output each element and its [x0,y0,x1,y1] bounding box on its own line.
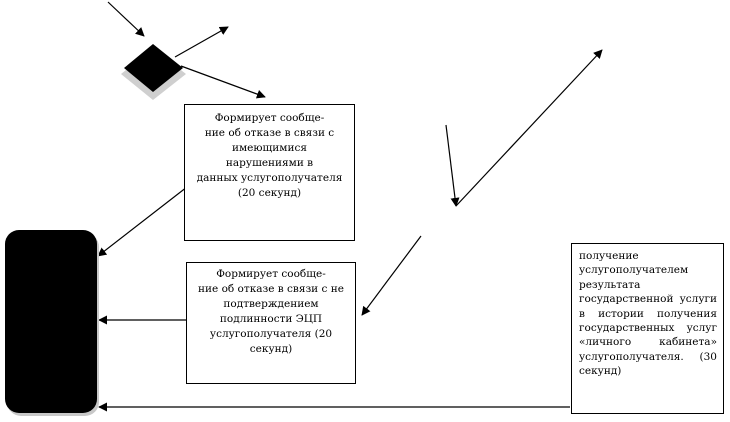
box-text-line: услугополучателя (20 [209,328,333,340]
box-text-line: Формирует сообще- [214,112,325,124]
box-text-line: данных услугополучателя [196,172,343,184]
box-text-line: ние об отказе в связи с не [198,283,344,295]
box-text-line: имеющимися [232,142,307,154]
arrow-diamond-up-right [174,26,229,58]
refusal-violations-box: Формирует сообще- ние об отказе в связи … [184,104,355,241]
end-terminal [5,230,97,413]
box-text-line: секунд) [249,343,293,355]
arrow-down-to-vertex [445,124,460,207]
box-text-line: ние об отказе в связи с [204,127,335,139]
decision-diamond [121,44,186,100]
box-text-line: подтверждением [223,298,319,310]
box-text-line: Формирует сообще- [216,268,326,280]
arrow-diamond-to-box1 [180,65,266,99]
refusal-signature-box: Формирует сообще- ние об отказе в связи … [186,262,356,384]
box-text-line: нарушениями в [225,157,314,169]
result-receipt-text: получение услугополучателем результата г… [579,250,717,378]
arrow-box1-to-terminal [97,179,197,257]
box-text-line: подлинности ЭЦП [219,313,323,325]
result-receipt-box: получение услугополучателем результата г… [571,243,724,414]
arrow-to-box2 [361,235,422,316]
arrow-into-diamond [107,1,145,37]
box-text-line: (20 секунд) [237,187,302,199]
arrow-vertex-up-right [455,49,603,207]
